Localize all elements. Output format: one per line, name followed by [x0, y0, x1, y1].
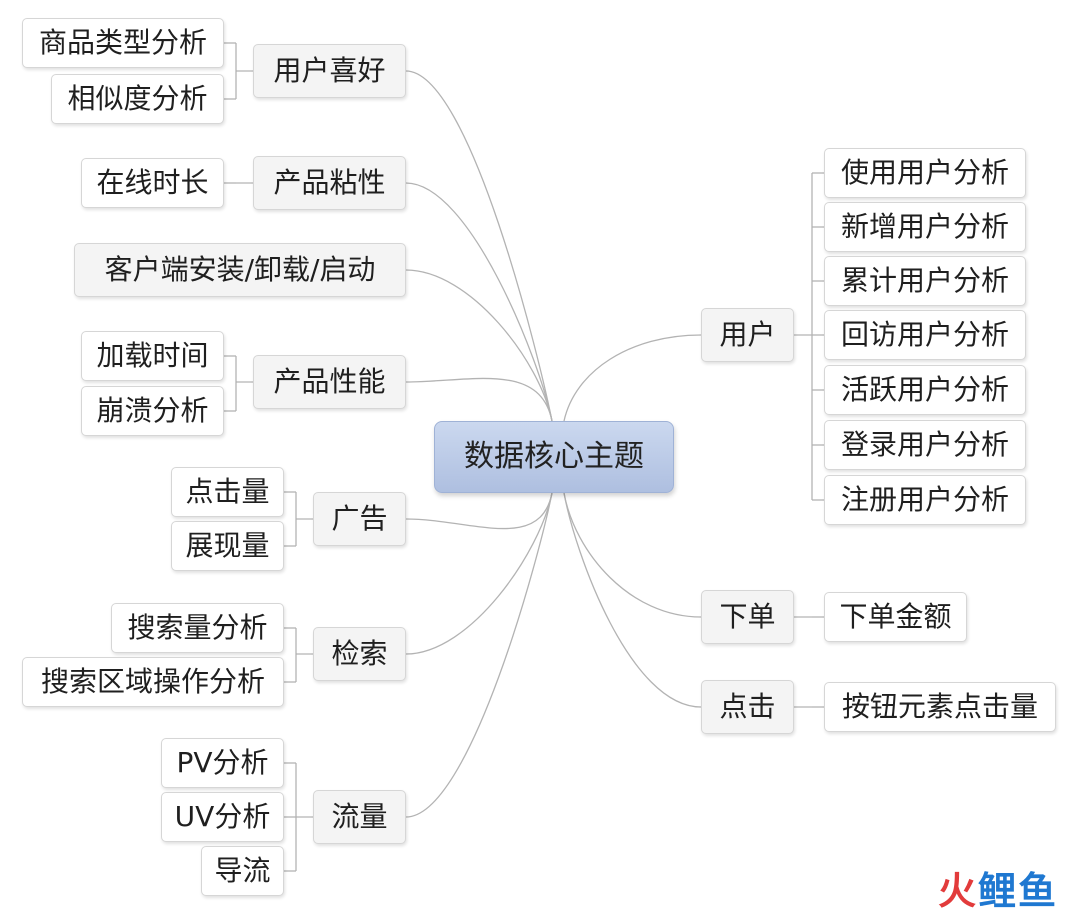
- watermark-part-2: 鲤鱼: [977, 869, 1058, 913]
- root-topic[interactable]: 数据核心主题: [434, 421, 674, 493]
- root-connector-right-2: [563, 492, 702, 708]
- branch-orders[interactable]: 下单: [701, 590, 794, 644]
- leaf-referral[interactable]: 导流: [201, 846, 284, 896]
- leaf-active-use-analysis[interactable]: 使用用户分析: [824, 148, 1026, 198]
- branch-search[interactable]: 检索: [313, 627, 406, 681]
- leaf-similarity-analysis[interactable]: 相似度分析: [51, 74, 224, 124]
- leaf-search-area-analysis[interactable]: 搜索区域操作分析: [22, 657, 284, 707]
- leaf-button-click-count[interactable]: 按钮元素点击量: [824, 682, 1056, 732]
- leaf-order-amount[interactable]: 下单金额: [824, 592, 967, 642]
- leaf-new-user-analysis[interactable]: 新增用户分析: [824, 202, 1026, 252]
- branch-users[interactable]: 用户: [701, 308, 794, 362]
- root-connector-right-1: [563, 492, 702, 618]
- root-connector-left-3: [405, 377, 553, 422]
- leaf-load-time[interactable]: 加载时间: [81, 331, 224, 381]
- root-connector-left-5: [405, 492, 553, 655]
- root-connector-left-0: [405, 70, 553, 422]
- leaf-product-type-analysis[interactable]: 商品类型分析: [22, 18, 224, 68]
- branch-clicks[interactable]: 点击: [701, 680, 794, 734]
- branch-product-stickiness[interactable]: 产品粘性: [253, 156, 406, 210]
- leaf-click-count[interactable]: 点击量: [171, 467, 284, 517]
- watermark-logo: 火鲤鱼: [938, 860, 1058, 915]
- leaf-crash-analysis[interactable]: 崩溃分析: [81, 386, 224, 436]
- leaf-returning-user-analysis[interactable]: 回访用户分析: [824, 310, 1026, 360]
- watermark-part-1: 火: [937, 869, 978, 913]
- root-connector-left-2: [405, 269, 553, 422]
- leaf-online-duration[interactable]: 在线时长: [81, 158, 224, 208]
- root-connector-left-4: [405, 492, 553, 530]
- leaf-search-volume-analysis[interactable]: 搜索量分析: [111, 603, 284, 653]
- leaf-login-user-analysis[interactable]: 登录用户分析: [824, 420, 1026, 470]
- branch-product-performance[interactable]: 产品性能: [253, 355, 406, 409]
- branch-client-install[interactable]: 客户端安装/卸载/启动: [74, 243, 406, 297]
- leaf-impressions[interactable]: 展现量: [171, 521, 284, 571]
- root-connector-right-0: [563, 334, 702, 422]
- root-connector-left-1: [405, 182, 553, 422]
- leaf-registered-user-analysis[interactable]: 注册用户分析: [824, 475, 1026, 525]
- leaf-active-user-analysis[interactable]: 活跃用户分析: [824, 365, 1026, 415]
- root-connector-left-6: [405, 492, 553, 818]
- branch-advertising[interactable]: 广告: [313, 492, 406, 546]
- leaf-uv-analysis[interactable]: UV分析: [161, 792, 284, 842]
- leaf-cumulative-user-analysis[interactable]: 累计用户分析: [824, 256, 1026, 306]
- branch-user-preference[interactable]: 用户喜好: [253, 44, 406, 98]
- leaf-pv-analysis[interactable]: PV分析: [161, 738, 284, 788]
- branch-traffic[interactable]: 流量: [313, 790, 406, 844]
